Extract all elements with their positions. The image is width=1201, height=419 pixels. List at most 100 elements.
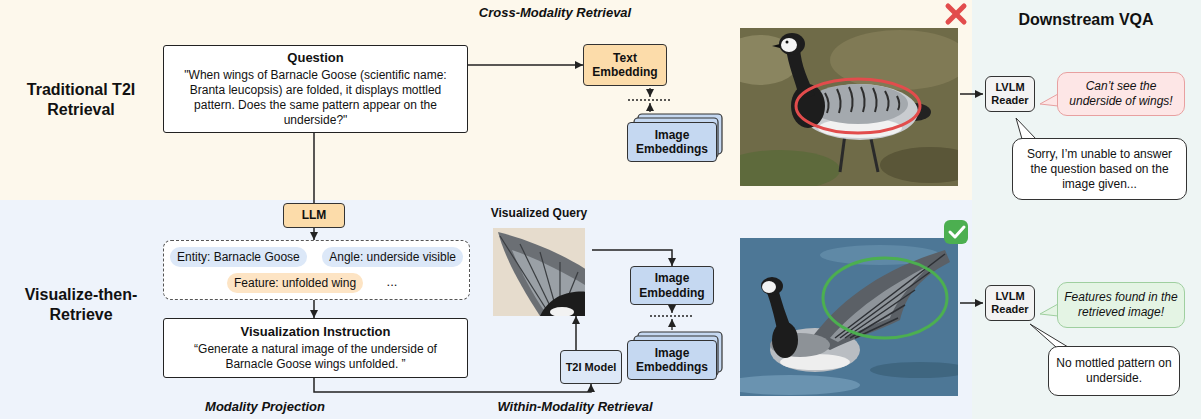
goose-photo <box>825 87 899 113</box>
connector <box>313 300 315 318</box>
connector <box>575 316 577 350</box>
bubble-tail <box>1030 324 1068 347</box>
goose-photo <box>880 147 958 183</box>
goose-photo <box>870 134 878 172</box>
input-arrow <box>960 94 983 303</box>
query-image <box>500 236 548 312</box>
section-label: Modality Projection <box>175 399 355 414</box>
model-box: T2I Model <box>560 350 622 384</box>
node-text: Feature: unfolded wing <box>234 273 356 293</box>
text-embedding-box: Text Embedding <box>583 44 667 86</box>
image-embeddings-box: Image Embeddings <box>627 122 717 162</box>
llm-box: LLM <box>283 203 345 228</box>
goose-photo <box>825 93 829 113</box>
goose-photo <box>740 375 860 395</box>
query-image <box>498 232 585 316</box>
goose-photo <box>823 258 947 338</box>
wrong-mark <box>948 6 964 22</box>
node-text: Image Embeddings <box>634 346 710 375</box>
node-text: Text Embedding <box>590 51 660 80</box>
goose-photo <box>885 91 889 111</box>
reader-box: LVLM Reader <box>985 76 1035 112</box>
thought-bubble: Can’t see the underside of wings! <box>1057 72 1185 116</box>
row-title: Traditional T2I Retrieval <box>6 80 156 120</box>
goose-photo <box>796 79 920 133</box>
node-text: T2I Model <box>566 361 617 374</box>
similarity-arrows <box>628 99 672 100</box>
goose-photo <box>873 88 877 112</box>
row-title: Visualize-then-Retrieve <box>6 285 156 325</box>
goose-photo <box>779 33 805 55</box>
goose-photo <box>762 281 776 293</box>
correct-mark <box>944 220 968 244</box>
bubble-tail <box>1016 118 1036 139</box>
connector <box>468 64 583 66</box>
correct-mark <box>950 227 964 237</box>
wrong-mark <box>948 6 964 22</box>
bubble-tail <box>1040 304 1058 316</box>
input-arrow <box>960 302 983 304</box>
goose-photo <box>840 134 845 172</box>
goose-photo <box>766 288 792 334</box>
reader-box: LVLM Reader <box>985 285 1035 321</box>
node-text: Sorry, I’m unable to answer the question… <box>1019 147 1180 192</box>
goose-photo <box>840 272 930 338</box>
goose-photo <box>837 89 841 113</box>
goose-photo <box>772 44 780 48</box>
goose-photo <box>810 250 950 350</box>
node-text: LVLM Reader <box>988 81 1032 106</box>
similarity-arrows <box>671 304 672 313</box>
bottom-band <box>0 200 972 419</box>
node-text: LVLM Reader <box>988 290 1032 315</box>
goose-photo <box>740 238 958 396</box>
node-text: Entity: Barnacle Goose <box>177 247 300 267</box>
top-band <box>0 0 972 200</box>
node-text: Can’t see the underside of wings! <box>1064 79 1178 109</box>
goose-photo <box>849 87 853 112</box>
question-box: Question "When wings of Barnacle Goose (s… <box>163 45 468 133</box>
connector <box>313 133 315 203</box>
thought-bubble: Features found in the retrieved image! <box>1057 282 1185 328</box>
input-arrow <box>960 93 983 95</box>
attribute-chip: Angle: underside visible <box>322 247 463 267</box>
similarity-arrows <box>650 315 694 316</box>
node-text: "When wings of Barnacle Goose (scientifi… <box>170 68 461 128</box>
connector <box>313 228 315 240</box>
image-embedding-box: Image Embedding <box>630 266 714 305</box>
node-text: Image Embedding <box>637 271 707 300</box>
goose-photo <box>845 290 915 338</box>
goose-photo <box>830 30 958 90</box>
node-text: Visualized Query <box>491 206 588 220</box>
goose-photo <box>781 38 797 52</box>
similarity-arrows <box>649 103 650 112</box>
panel-title: Downstream VQA <box>976 10 1196 30</box>
node-text: Question <box>287 50 343 65</box>
connector <box>314 378 591 392</box>
goose-photo <box>740 150 840 186</box>
node-text: Features found in the retrieved image! <box>1064 290 1178 320</box>
answer-bubble: Sorry, I’m unable to answer the question… <box>1012 138 1187 200</box>
node-text: LLM <box>302 208 327 222</box>
query-image <box>493 228 585 316</box>
goose-photo <box>786 41 789 44</box>
node-text: Angle: underside visible <box>329 247 456 267</box>
goose-photo <box>870 362 958 378</box>
similarity-arrows <box>649 88 650 97</box>
attribute-box: Entity: Barnacle Goose Angle: underside v… <box>163 240 470 300</box>
goose-photo <box>861 87 865 112</box>
similarity-arrows <box>671 319 672 330</box>
node-text: No mottled pattern on underside. <box>1055 356 1173 386</box>
goose-photo <box>780 354 850 370</box>
wrong-mark <box>948 6 964 22</box>
attribute-chip: Entity: Barnacle Goose <box>170 247 307 267</box>
visualized-query: Visualized Query <box>486 206 592 316</box>
node-text: Visualization Instruction <box>240 324 390 339</box>
section-label: Within-Modality Retrieval <box>485 399 665 414</box>
node-text: Image Embeddings <box>634 128 710 157</box>
goose-photo <box>897 96 899 110</box>
query-image <box>540 292 585 316</box>
ellipsis: ... <box>372 272 412 292</box>
vqa-panel <box>972 0 1201 419</box>
goose-photo <box>740 28 958 186</box>
attribute-chip: Feature: unfolded wing <box>227 273 363 293</box>
